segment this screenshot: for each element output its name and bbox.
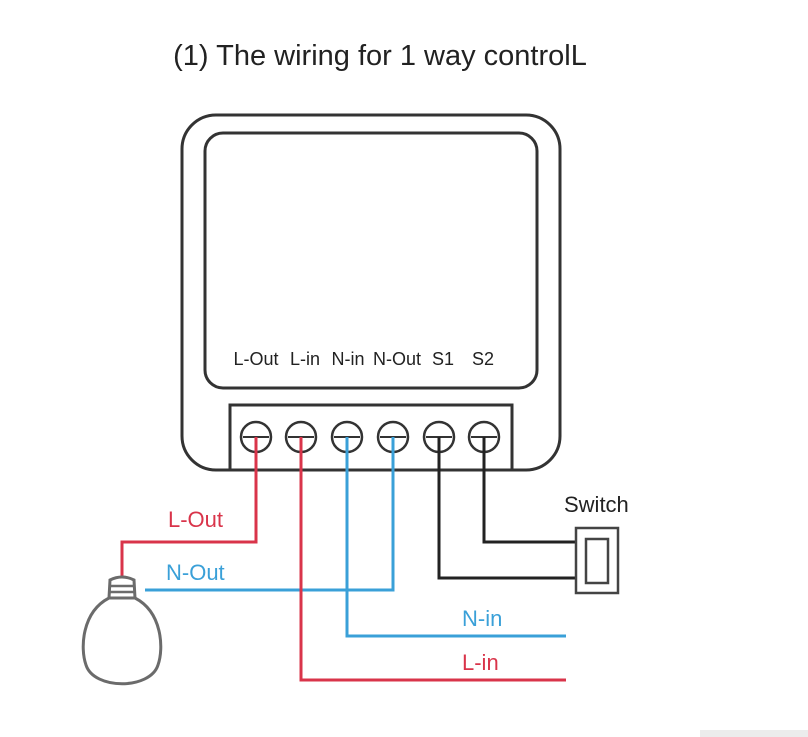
wire-n-in xyxy=(345,437,566,638)
terminal-label-l-in: L-in xyxy=(290,349,320,369)
light-bulb-icon xyxy=(81,575,163,686)
terminal-label-s2: S2 xyxy=(472,349,494,369)
switch-label: Switch xyxy=(564,492,629,517)
terminal-label-n-in: N-in xyxy=(331,349,364,369)
wall-switch-icon xyxy=(574,526,620,595)
wire-l-in xyxy=(299,437,566,682)
wire-label-n-in: N-in xyxy=(462,606,502,631)
wire-label-l-out: L-Out xyxy=(168,507,223,532)
terminal-block xyxy=(228,403,514,472)
scan-artifact xyxy=(700,730,808,737)
wire-s1 xyxy=(437,437,576,580)
wire-l-out xyxy=(120,437,258,578)
wire-label-n-out: N-Out xyxy=(166,560,225,585)
diagram-title: (1) The wiring for 1 way controlL xyxy=(173,40,587,72)
wire-n-out xyxy=(145,437,395,592)
wire-label-l-in: L-in xyxy=(462,650,499,675)
terminal-label-l-out: L-Out xyxy=(233,349,278,369)
wire-s2 xyxy=(482,437,576,544)
relay-module-face xyxy=(203,131,539,390)
terminal-label-n-out: N-Out xyxy=(373,349,421,369)
terminal-label-s1: S1 xyxy=(432,349,454,369)
